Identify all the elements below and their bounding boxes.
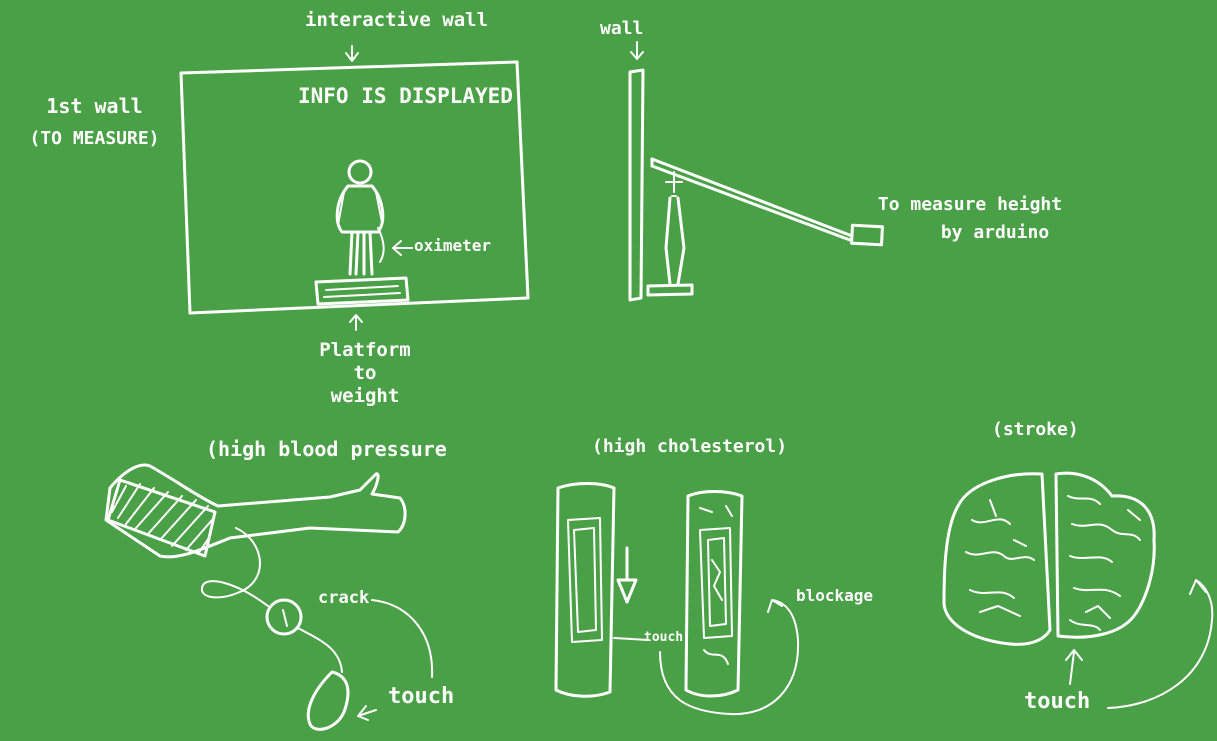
touch-arrow-3 [1066, 650, 1082, 684]
interactive-wall-label: interactive wall [305, 11, 488, 30]
first-wall-line2: (TO MEASURE) [12, 130, 177, 148]
touch-arc-3 [1108, 580, 1212, 708]
info-displayed-label: INFO IS DISPLAYED [298, 86, 513, 107]
pressure-gauge-tube [202, 528, 348, 729]
measure-height-label: To measure height by arduino [860, 196, 1080, 242]
side-wall [630, 70, 643, 300]
first-wall-label: 1st wall (TO MEASURE) [12, 96, 177, 148]
oximeter-arrow [393, 241, 412, 255]
platform-line3: weight [306, 387, 424, 406]
stroke-label: (stroke) [992, 421, 1079, 439]
touch-label-1: touch [388, 686, 454, 708]
interactive-wall-arrow [346, 46, 358, 61]
wall-label: wall [600, 20, 643, 38]
first-wall-line1: 1st wall [12, 96, 177, 116]
platform-line2: to [306, 364, 424, 383]
platform-arrow [350, 315, 362, 330]
crack-label: crack [318, 590, 369, 607]
weight-platform [316, 278, 408, 304]
blockage-label: blockage [796, 588, 873, 604]
high-blood-pressure-label: (high blood pressure [206, 439, 447, 459]
arm-with-cuff [106, 465, 405, 557]
platform-line1: Platform [306, 341, 424, 360]
measure-height-line1: To measure height [860, 196, 1080, 214]
flow-down-arrow [618, 548, 636, 602]
touch-label-2: touch [644, 631, 683, 644]
platform-label: Platform to weight [306, 341, 424, 406]
brain [944, 473, 1154, 644]
vessel-blocked [686, 492, 742, 697]
height-sensor-beam [652, 159, 882, 245]
side-person [648, 172, 692, 295]
vessel-clear [556, 484, 614, 697]
measure-height-line2: by arduino [860, 224, 1080, 242]
person-figure [337, 161, 383, 274]
touch-label-3: touch [1024, 691, 1090, 713]
wall-label-arrow [631, 42, 643, 59]
oximeter-label: oximeter [414, 238, 491, 254]
high-cholesterol-label: (high cholesterol) [592, 438, 787, 456]
